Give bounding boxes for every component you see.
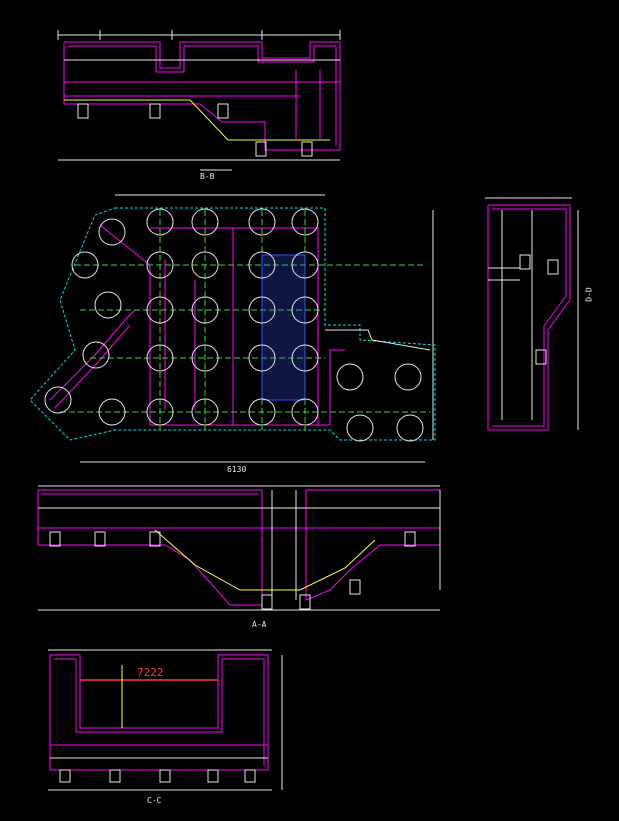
section-bb-drawing (57, 30, 341, 171)
plan-view-drawing (29, 194, 436, 463)
section-dd-drawing (485, 197, 579, 431)
plan-dimension-label: 6130 (227, 465, 247, 474)
section-cc-label: C-C (147, 796, 162, 805)
section-aa-drawing (37, 485, 441, 611)
section-cc-drawing (48, 649, 283, 791)
cc-dimension-label: 7222 (137, 666, 164, 679)
section-aa-label: A-A (252, 620, 267, 629)
section-dd-label: D-D (584, 287, 594, 302)
section-bb-label: B-B (200, 172, 215, 181)
